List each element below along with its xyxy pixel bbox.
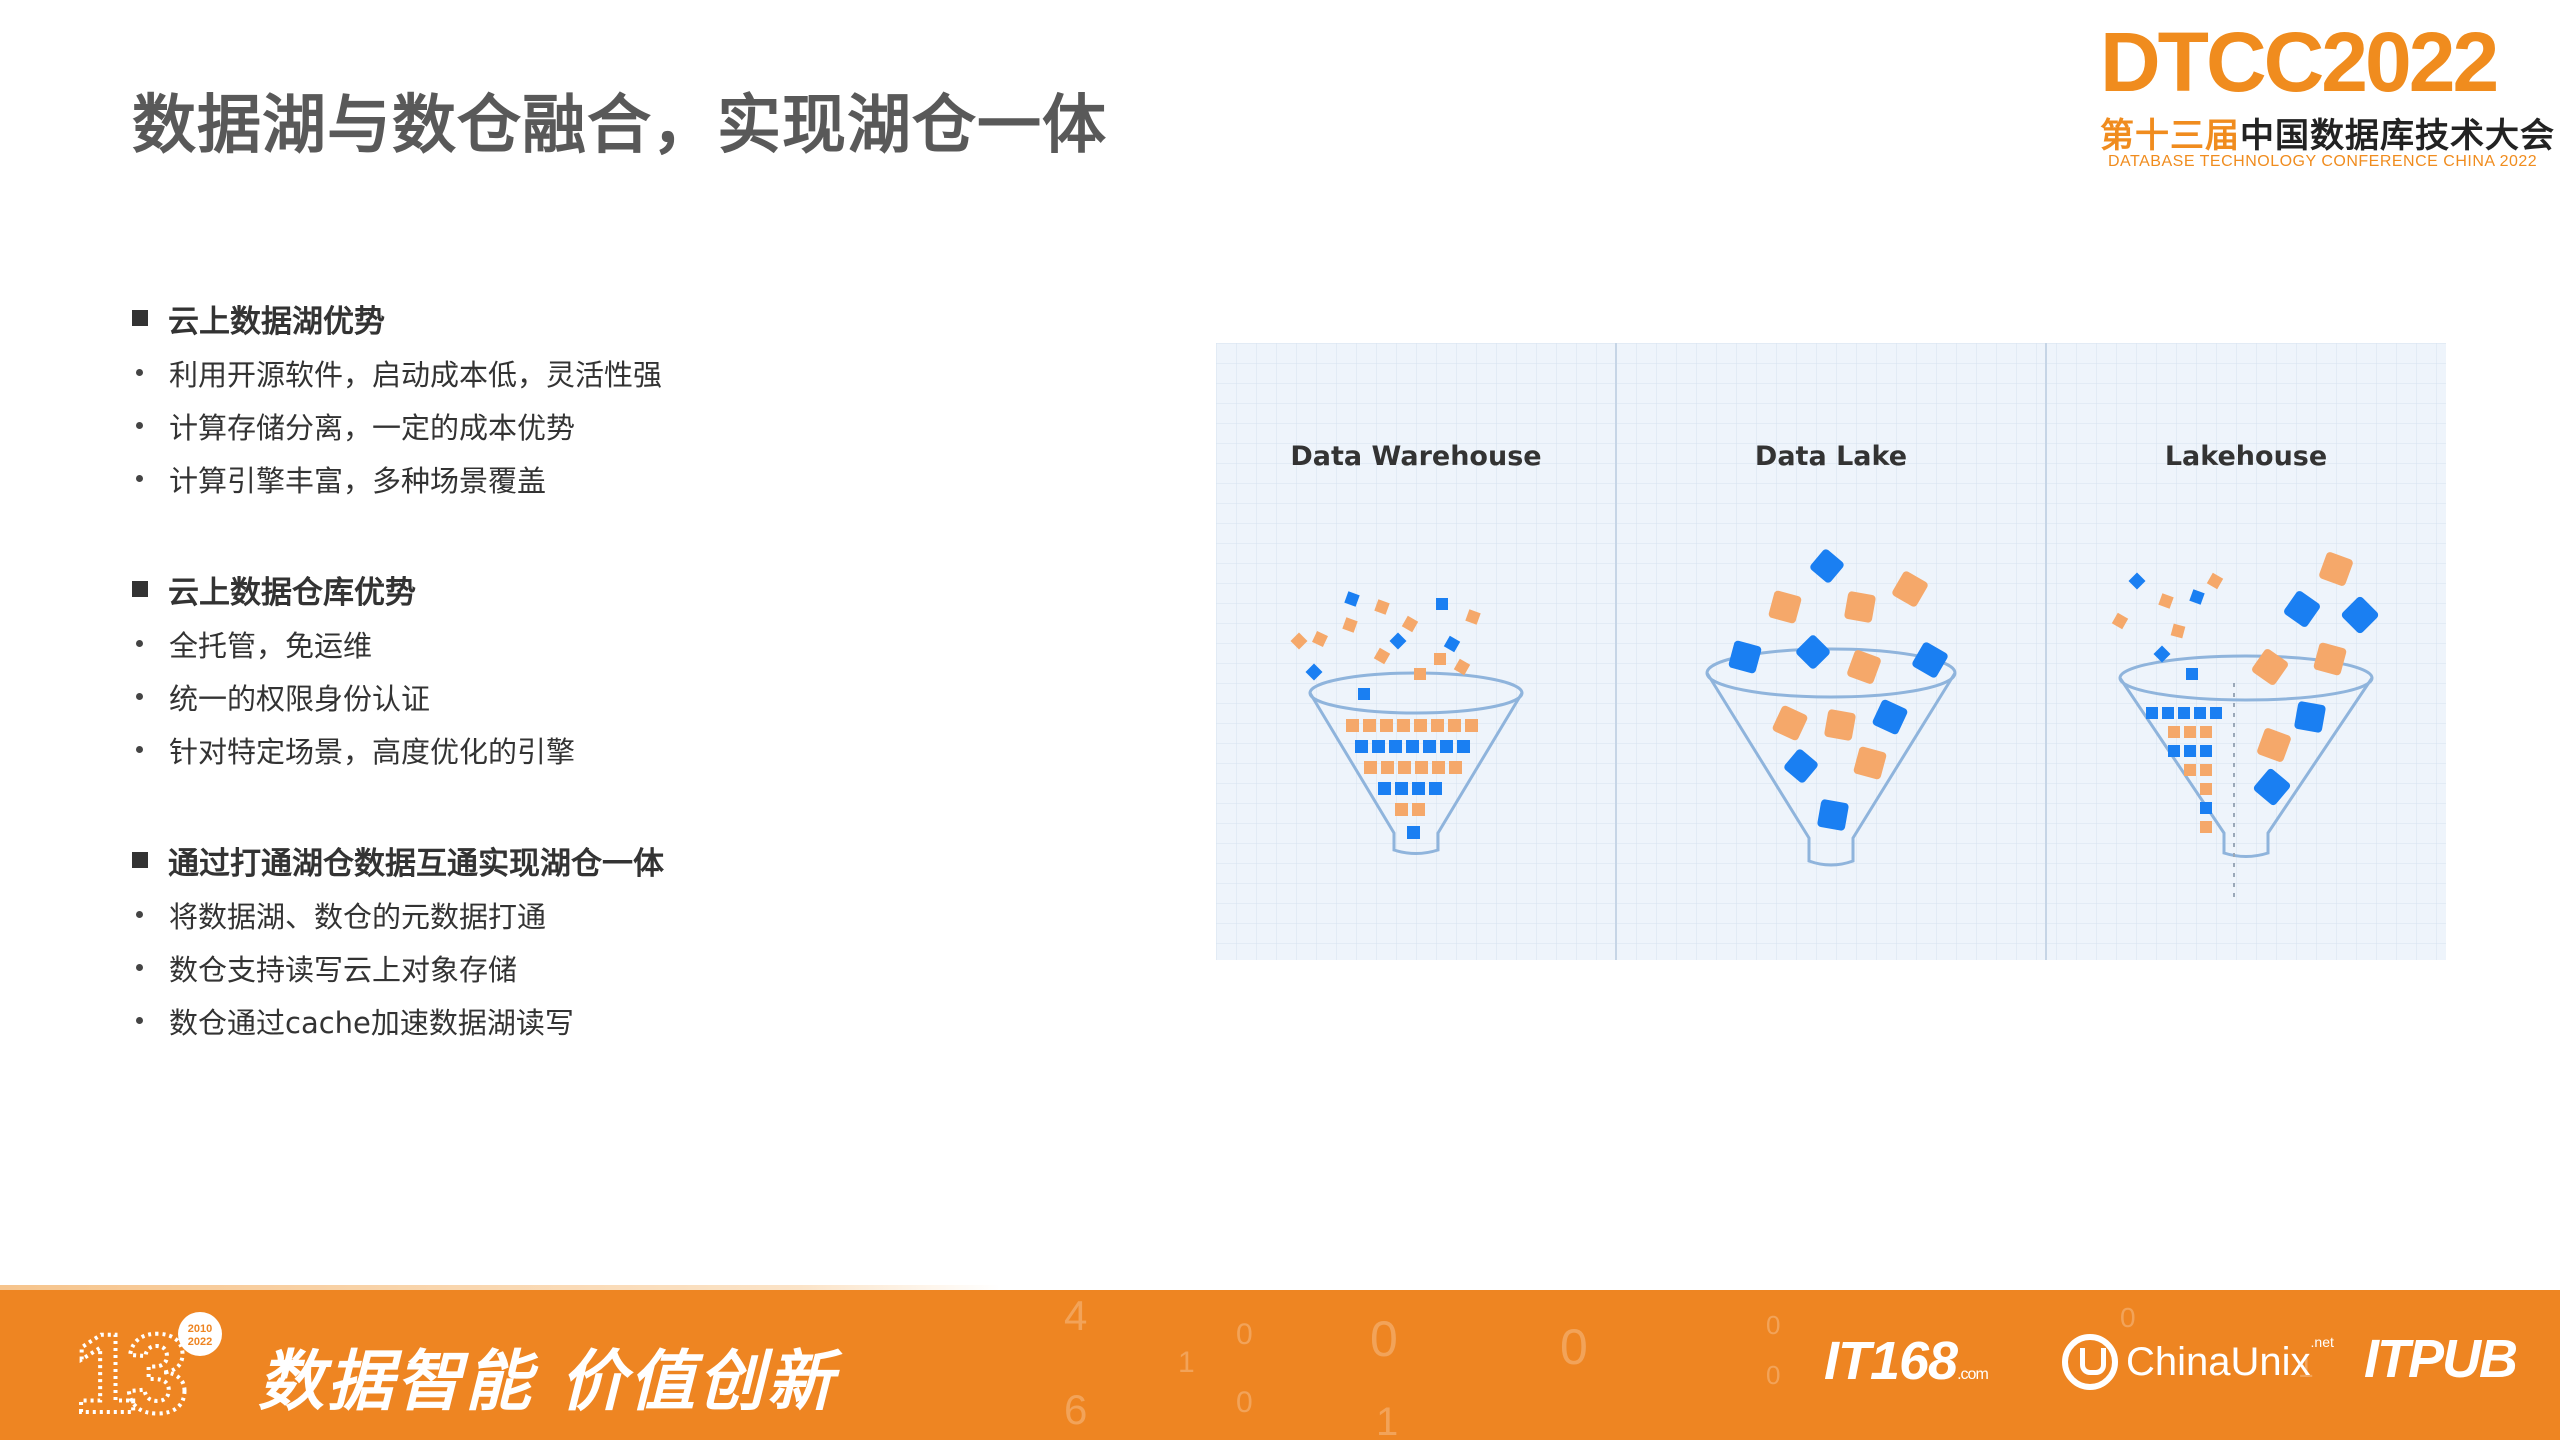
svg-text:13: 13 <box>74 1311 185 1428</box>
bullet-item: 计算存储分离，一定的成本优势 <box>132 399 832 452</box>
itpub-logo: ITPUB <box>2364 1329 2518 1389</box>
footer-accent-line <box>0 1285 1000 1293</box>
panel-label-lake: Data Lake <box>1755 441 1907 472</box>
lakehouse-funnel-figure: Data Warehouse Data Lake Lakehouse <box>1216 343 2446 960</box>
dot-bullet-icon <box>136 640 143 647</box>
section-warehouse-advantages: 云上数据仓库优势 全托管，免运维 统一的权限身份认证 针对特定场景，高度优化的引… <box>132 561 832 776</box>
dot-bullet-icon <box>136 475 143 482</box>
footer-slogan: 数据智能 价值创新 <box>258 1343 836 1420</box>
lakehouse-stack <box>2146 707 2222 833</box>
section-heading: 通过打通湖仓数据互通实现湖仓一体 <box>132 832 832 888</box>
lake-funnel-icon <box>1705 549 1957 867</box>
panel-label-lakehouse: Lakehouse <box>2165 441 2327 472</box>
dot-bullet-icon <box>136 422 143 429</box>
section-lakehouse-integration: 通过打通湖仓数据互通实现湖仓一体 将数据湖、数仓的元数据打通 数仓支持读写云上对… <box>132 832 832 1047</box>
dot-bullet-icon <box>136 1017 143 1024</box>
bullet-item: 利用开源软件，启动成本低，灵活性强 <box>132 346 832 399</box>
dot-bullet-icon <box>136 369 143 376</box>
chinaunix-logo: ChinaUnix.net <box>2062 1334 2334 1390</box>
square-bullet-icon <box>132 310 148 326</box>
dot-bullet-icon <box>136 693 143 700</box>
section-lake-advantages: 云上数据湖优势 利用开源软件，启动成本低，灵活性强 计算存储分离，一定的成本优势… <box>132 290 832 505</box>
logo-conference-name: 中国数据库技术大会 <box>2240 116 2555 156</box>
svg-text:2010: 2010 <box>188 1323 212 1335</box>
logo-main-text: DTCC2022 <box>2100 15 2499 109</box>
dot-bullet-icon <box>136 911 143 918</box>
dot-bullet-icon <box>136 964 143 971</box>
logo-english-text: DATABASE TECHNOLOGY CONFERENCE CHINA 202… <box>2108 153 2538 170</box>
content-list: 云上数据湖优势 利用开源软件，启动成本低，灵活性强 计算存储分离，一定的成本优势… <box>132 290 832 1103</box>
slide-title: 数据湖与数仓融合，实现湖仓一体 <box>132 89 1107 163</box>
bullet-item: 全托管，免运维 <box>132 617 832 670</box>
square-bullet-icon <box>132 581 148 597</box>
lakehouse-funnel-icon <box>2111 552 2379 903</box>
bullet-item: 数仓通过cache加速数据湖读写 <box>132 994 832 1047</box>
dot-bullet-icon <box>136 746 143 753</box>
bullet-item: 统一的权限身份认证 <box>132 670 832 723</box>
logo-edition: 第十三届 <box>2100 116 2240 156</box>
square-bullet-icon <box>132 852 148 868</box>
section-heading: 云上数据湖优势 <box>132 290 832 346</box>
svg-text:2022: 2022 <box>188 1336 212 1348</box>
chinaunix-ring-icon <box>2062 1334 2118 1390</box>
dtcc-logo: DTCC2022 第十三届中国数据库技术大会 DATABASE TECHNOLO… <box>2100 15 2554 180</box>
bullet-item: 针对特定场景，高度优化的引擎 <box>132 723 832 776</box>
anniversary-badge-icon: 13 2010 2022 <box>72 1309 222 1428</box>
section-heading: 云上数据仓库优势 <box>132 561 832 617</box>
warehouse-stack <box>1346 719 1478 839</box>
figure-grid <box>1216 343 2446 960</box>
it168-logo: IT168.com <box>1824 1331 1989 1391</box>
footer-banner: 4 6 1 0 0 0 1 0 0 0 0 1 13 2010 2022 数据智… <box>0 1290 2560 1440</box>
bullet-item: 计算引擎丰富，多种场景覆盖 <box>132 452 832 505</box>
bullet-item: 数仓支持读写云上对象存储 <box>132 941 832 994</box>
panel-label-warehouse: Data Warehouse <box>1290 441 1541 472</box>
logo-chinese-text: 第十三届中国数据库技术大会 <box>2100 108 2555 157</box>
bullet-item: 将数据湖、数仓的元数据打通 <box>132 888 832 941</box>
